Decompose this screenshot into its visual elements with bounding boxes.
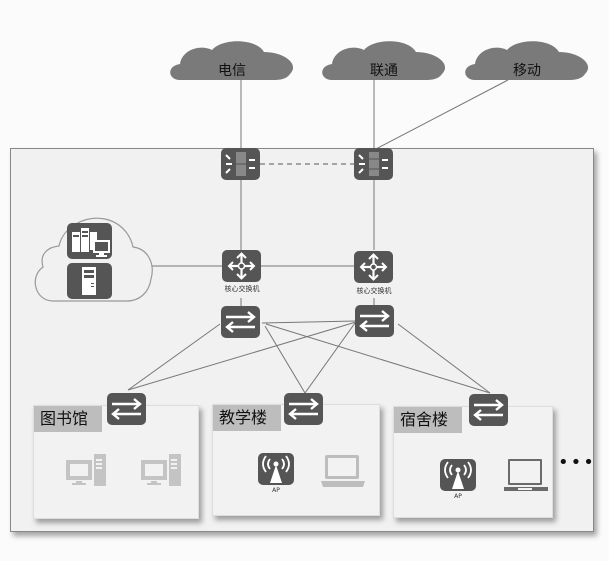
server-icon [82, 267, 96, 295]
laptop-icon [504, 459, 548, 491]
link-agg2-dorm [397, 323, 491, 394]
link-agg2-teaching [304, 322, 356, 394]
firewall-2[interactable] [354, 148, 393, 180]
building-library: 图书馆 [33, 405, 199, 519]
cloud-outline-icon [34, 217, 153, 302]
firewall-1[interactable] [221, 148, 260, 180]
building-teaching: 教学楼 AP [212, 404, 380, 516]
link-agg2-library [127, 321, 357, 391]
link-agg1-library [127, 323, 221, 391]
core-switch-2[interactable] [354, 251, 393, 283]
desktop-pc-icon [66, 454, 106, 486]
desktop-pc-icon [141, 454, 181, 486]
isp-label: 移动 [513, 63, 541, 79]
aggregation-switch-2[interactable] [355, 305, 394, 337]
isp-label: 电信 [218, 63, 246, 79]
data-center [31, 213, 155, 305]
building-title: 教学楼 [213, 405, 281, 431]
switch-icon [359, 310, 390, 332]
building-title: 图书馆 [34, 406, 102, 432]
cloud-icon [322, 41, 446, 80]
ap-label: AP [454, 493, 462, 500]
server-cluster-icon [72, 228, 110, 257]
firewall-icon [225, 152, 255, 176]
cloud-icon [170, 41, 294, 80]
wireless-ap[interactable] [258, 453, 294, 485]
firewall-icon [358, 152, 388, 176]
more-buildings-indicator: ••• [558, 452, 596, 473]
core-switch-1[interactable] [222, 250, 261, 282]
link-agg1-dorm [265, 323, 491, 394]
switch-icon [225, 311, 256, 333]
link-agg1-agg2 [261, 320, 357, 324]
laptop-icon [321, 455, 365, 487]
aggregation-switch-1[interactable] [221, 306, 260, 338]
isp-cloud-mobile: 移动 [461, 38, 593, 82]
core-switch-icon [227, 252, 256, 280]
wireless-ap-icon [262, 455, 290, 483]
ap-label: AP [272, 487, 280, 494]
wireless-ap[interactable] [440, 459, 476, 491]
access-switch-library[interactable] [107, 393, 146, 425]
switch-icon [473, 399, 504, 421]
switch-icon [111, 398, 142, 420]
link-mobile-firewall2 [373, 79, 509, 151]
access-switch-dormitory[interactable] [469, 394, 508, 426]
building-title: 宿舍楼 [394, 407, 462, 433]
server-cluster[interactable] [67, 223, 112, 259]
core-switch-icon [359, 253, 388, 281]
core-switch-label: 核心交换机 [356, 287, 392, 295]
core-switch-label: 核心交换机 [224, 285, 260, 293]
isp-cloud-unicom: 联通 [318, 38, 450, 82]
wireless-ap-icon [444, 461, 472, 489]
isp-label: 联通 [370, 63, 398, 79]
cloud-icon [465, 41, 589, 80]
link-agg1-teaching [264, 325, 306, 394]
isp-cloud-telecom: 电信 [166, 38, 298, 82]
access-switch-teaching[interactable] [284, 393, 323, 425]
switch-icon [288, 398, 319, 420]
server[interactable] [67, 263, 112, 299]
